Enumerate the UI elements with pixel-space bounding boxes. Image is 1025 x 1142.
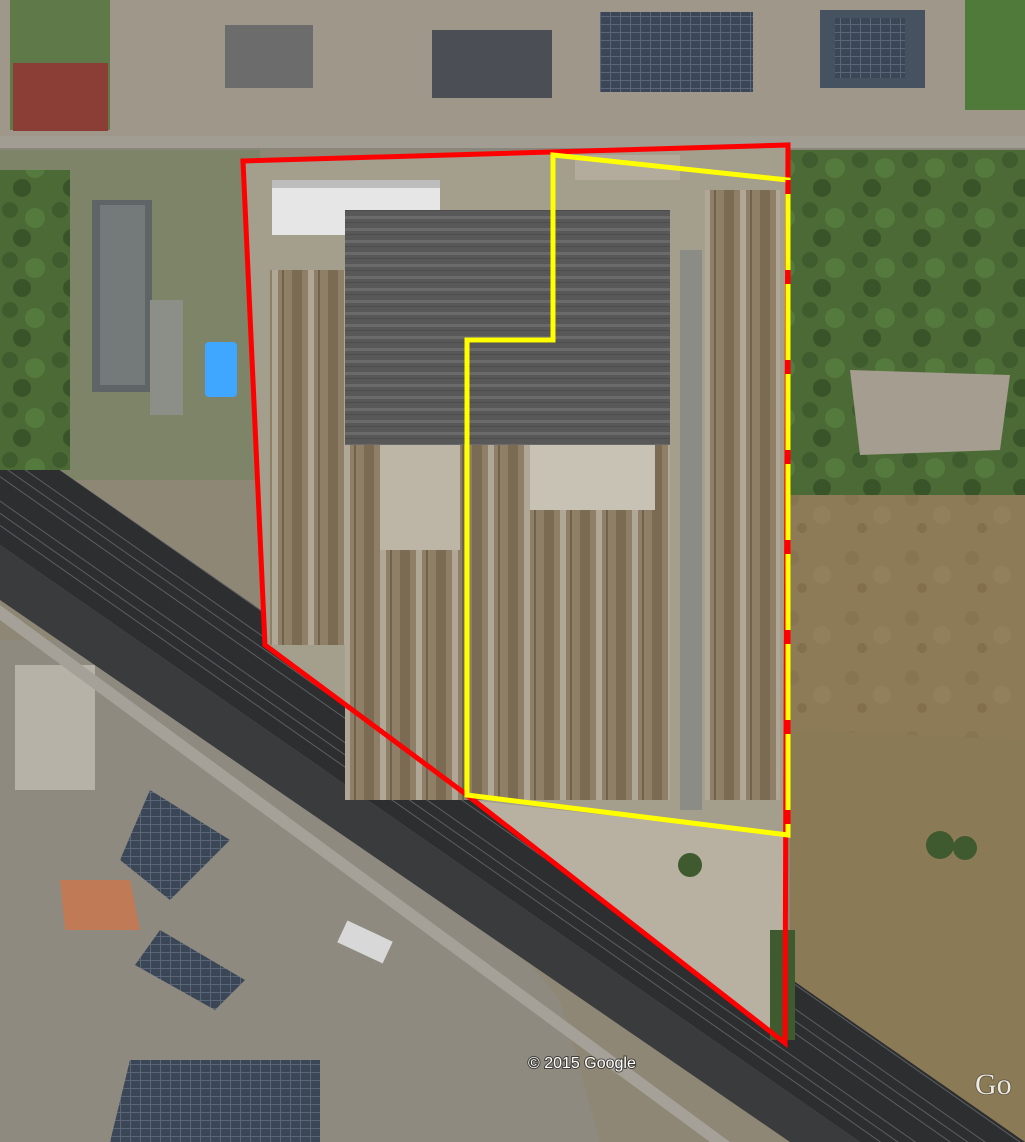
map-copyright: © 2015 Google (528, 1055, 636, 1072)
concrete-slab-1 (380, 445, 460, 550)
hotel-annex (150, 300, 183, 415)
northeast-field-strip (965, 0, 1025, 110)
west-rail-yard (270, 270, 345, 645)
swimming-pool (205, 342, 237, 397)
parking-lot-west (15, 665, 95, 790)
concrete-slab-2 (530, 445, 655, 510)
solar-building-bottom (110, 1060, 320, 1142)
solar-building-southwest (120, 790, 230, 900)
site-boundary-outline[interactable] (240, 142, 791, 1049)
west-tree-cover (0, 170, 70, 470)
southwest-commercial-area (0, 640, 600, 1142)
east-rail-yard (705, 190, 780, 800)
east-west-road (0, 136, 1025, 150)
factory-roof (345, 210, 670, 445)
google-logo-watermark: Go (975, 1068, 1012, 1101)
solar-roof-building (600, 12, 753, 92)
white-warehouse-edge (272, 180, 440, 188)
north-building-2 (432, 30, 552, 98)
small-warehouse (337, 920, 393, 964)
field-tree-1 (926, 831, 954, 859)
solar-building-south (135, 930, 245, 1010)
hotel-roof (100, 205, 145, 385)
yard-tree (678, 853, 702, 877)
road-edge (0, 148, 1025, 150)
service-road (0, 605, 730, 1142)
motorway-southbound (0, 545, 860, 1142)
east-clearing (850, 370, 1010, 455)
brick-roof-building (13, 63, 108, 131)
solar-roof-panels (835, 18, 905, 78)
field-tree-2 (953, 836, 977, 860)
service-lane (680, 250, 702, 810)
east-edge-trees (770, 930, 795, 1040)
restaurant-roof (60, 880, 140, 930)
north-building-1 (225, 25, 313, 88)
